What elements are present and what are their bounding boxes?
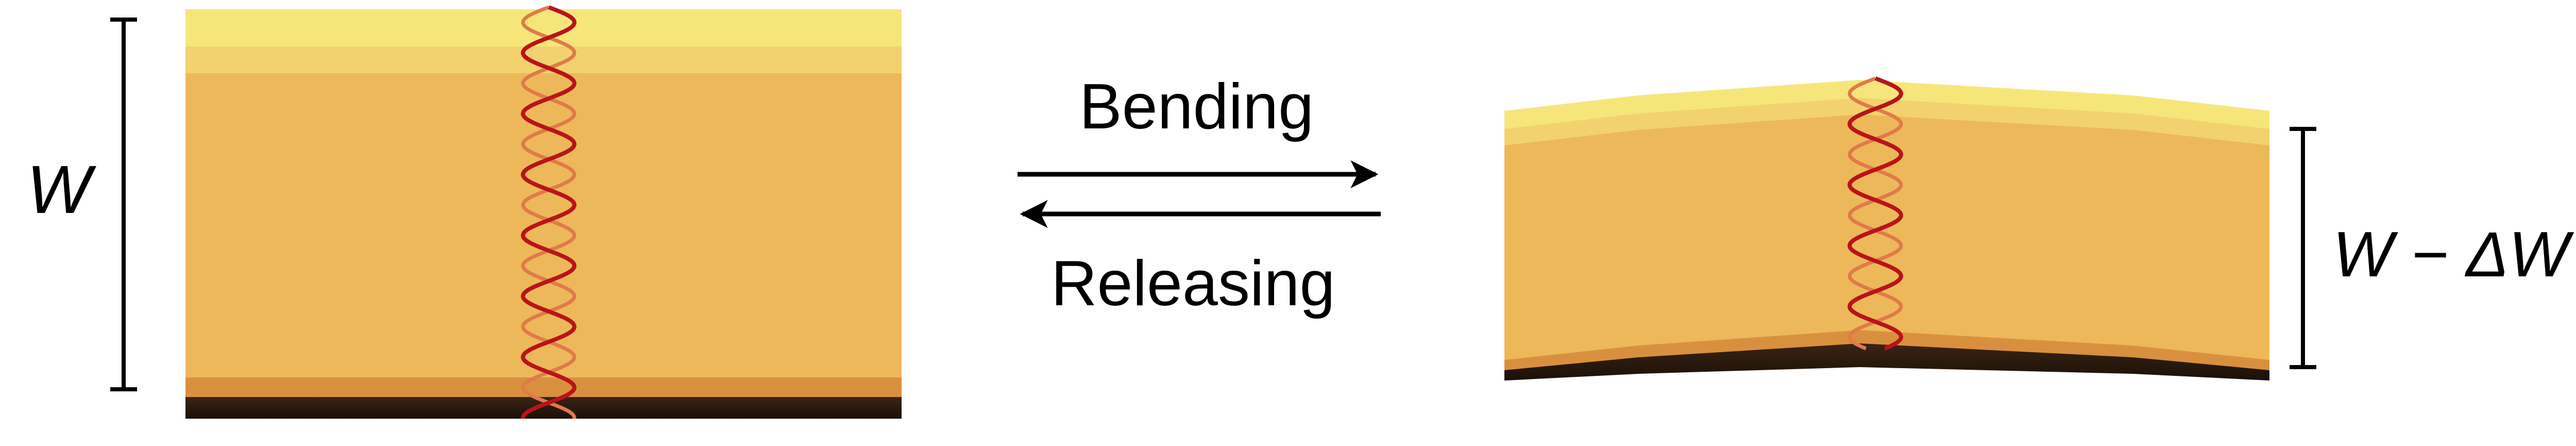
bent-body-layer — [1504, 114, 2269, 360]
helix-strand-front — [520, 5, 577, 419]
helix-strand-back — [1848, 76, 1903, 351]
bent-top-layer — [1504, 80, 2269, 131]
bent-mid-layer — [1504, 98, 2269, 147]
helix-strand-front — [1848, 76, 1903, 351]
width-bar-right — [2290, 127, 2316, 369]
bent-dark-layer — [1504, 343, 2269, 381]
flat-lower-layer — [185, 377, 902, 397]
flat-strip — [185, 9, 902, 419]
bending-label: Bending — [1079, 71, 1314, 142]
width-label-left: W — [27, 152, 91, 227]
width-label-right: W − ΔW — [2333, 219, 2569, 290]
bent-strip — [1504, 80, 2269, 381]
helix-molecule-left — [520, 5, 577, 419]
releasing-label: Releasing — [1051, 248, 1335, 319]
helix-molecule-right — [1848, 76, 1903, 351]
bent-lower-layer — [1504, 330, 2269, 371]
width-bar-left — [110, 18, 137, 391]
helix-strand-back — [521, 5, 577, 419]
flat-body-layer — [185, 73, 902, 377]
